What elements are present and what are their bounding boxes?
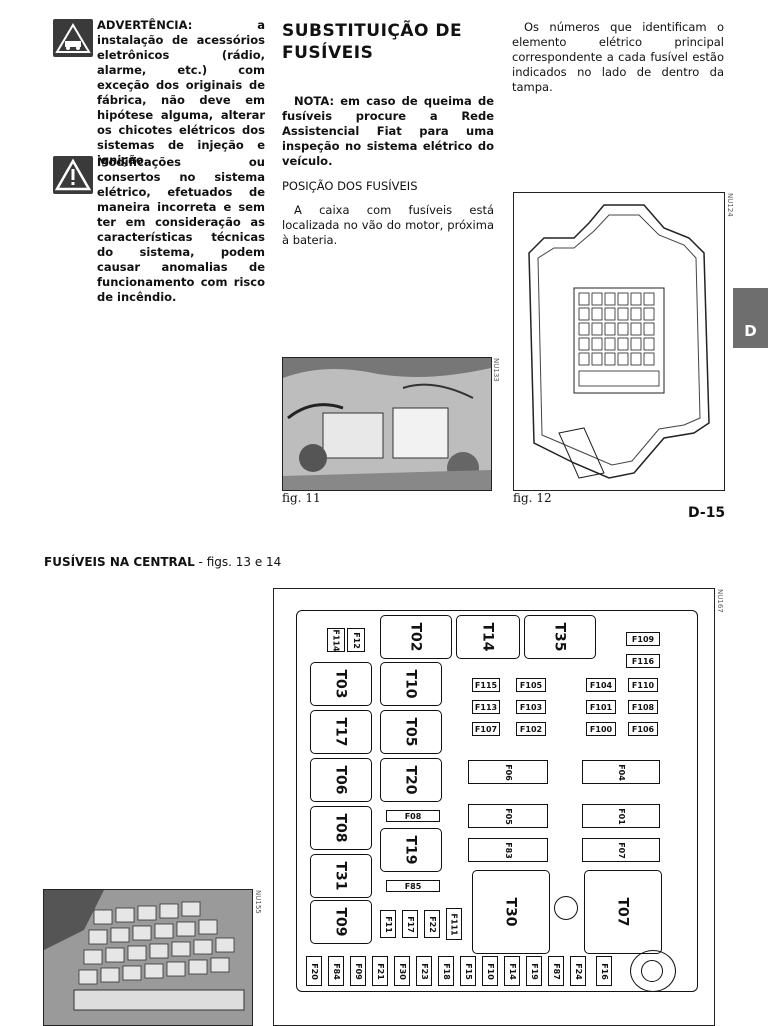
fuse-F110: F110 bbox=[628, 678, 658, 692]
fuse-F01: F01 bbox=[582, 804, 660, 828]
fuse-box-lid-drawing bbox=[513, 192, 725, 491]
fuse-F116: F116 bbox=[626, 654, 660, 668]
fig-bottom-code: NU155 bbox=[254, 890, 262, 914]
mounting-boss-inner bbox=[641, 960, 663, 982]
fig12-code: NU124 bbox=[726, 193, 734, 217]
fig12-caption: fig. 12 bbox=[513, 491, 552, 505]
fuse-F109: F109 bbox=[626, 632, 660, 646]
fuse-F17: F17 bbox=[402, 910, 418, 938]
fuse-F19: F19 bbox=[526, 956, 542, 986]
relay-T20: T20 bbox=[380, 758, 442, 802]
fuse-F18: F18 bbox=[438, 956, 454, 986]
warning-text-2: Modificações ou consertos no sistema elé… bbox=[97, 155, 265, 304]
fuse-F83: F83 bbox=[468, 838, 548, 862]
relay-T14: T14 bbox=[456, 615, 520, 659]
fig-central-code: NU167 bbox=[716, 589, 724, 613]
fuse-F21: F21 bbox=[372, 956, 388, 986]
fuse-F115: F115 bbox=[472, 678, 500, 692]
car-warning-icon bbox=[53, 19, 93, 57]
fuse-F12: F12 bbox=[347, 628, 365, 652]
fuse-F06: F06 bbox=[468, 760, 548, 784]
section-tab: D bbox=[733, 288, 768, 348]
fuse-F30: F30 bbox=[394, 956, 410, 986]
relay-T30: T30 bbox=[472, 870, 550, 954]
fuse-F08: F08 bbox=[386, 810, 440, 822]
relay-T31: T31 bbox=[310, 854, 372, 898]
fuse-F100: F100 bbox=[586, 722, 616, 736]
engine-bay-photo bbox=[282, 357, 492, 491]
relay-T02: T02 bbox=[380, 615, 452, 659]
relay-T06: T06 bbox=[310, 758, 372, 802]
position-text: A caixa com fusíveis está localizada no … bbox=[282, 203, 494, 247]
round-hole bbox=[554, 896, 578, 920]
relay-T19: T19 bbox=[380, 828, 442, 872]
fuse-F104: F104 bbox=[586, 678, 616, 692]
relay-T08: T08 bbox=[310, 806, 372, 850]
relay-T05: T05 bbox=[380, 710, 442, 754]
fuse-F22: F22 bbox=[424, 910, 440, 938]
fuse-F14: F14 bbox=[504, 956, 520, 986]
warning-text-1: ADVERTÊNCIA: a instalação de acessórios … bbox=[97, 18, 265, 167]
relay-T09: T09 bbox=[310, 900, 372, 944]
relay-T10: T10 bbox=[380, 662, 442, 706]
fuse-F107: F107 bbox=[472, 722, 500, 736]
fig11-code: NU133 bbox=[492, 358, 500, 382]
fuse-F09: F09 bbox=[350, 956, 366, 986]
fuse-central-outline bbox=[296, 610, 698, 992]
fuse-F24: F24 bbox=[570, 956, 586, 986]
fig11-caption: fig. 11 bbox=[282, 491, 321, 505]
relay-T03: T03 bbox=[310, 662, 372, 706]
fuse-F11: F11 bbox=[380, 910, 396, 938]
fuse-F101: F101 bbox=[586, 700, 616, 714]
fuse-central-photo bbox=[43, 889, 253, 1026]
fuse-F23: F23 bbox=[416, 956, 432, 986]
relay-T07: T07 bbox=[584, 870, 662, 954]
fuse-F04: F04 bbox=[582, 760, 660, 784]
fuse-F20: F20 bbox=[306, 956, 322, 986]
fuse-F15: F15 bbox=[460, 956, 476, 986]
fuse-F84: F84 bbox=[328, 956, 344, 986]
fuse-F102: F102 bbox=[516, 722, 546, 736]
fuse-F113: F113 bbox=[472, 700, 500, 714]
mounting-boss bbox=[630, 950, 676, 992]
position-subhead: POSIÇÃO DOS FUSÍVEIS bbox=[282, 179, 418, 193]
relay-T17: T17 bbox=[310, 710, 372, 754]
fuse-F07: F07 bbox=[582, 838, 660, 862]
fuse-F05: F05 bbox=[468, 804, 548, 828]
fuse-F114: F114 bbox=[327, 628, 345, 652]
fuse-F103: F103 bbox=[516, 700, 546, 714]
fuse-F111: F111 bbox=[446, 908, 462, 940]
exclamation-triangle-icon bbox=[53, 156, 93, 194]
page-number: D-15 bbox=[688, 505, 726, 521]
fuse-F87: F87 bbox=[548, 956, 564, 986]
fuse-F85: F85 bbox=[386, 880, 440, 892]
right-column-text: Os números que identificam o elemento el… bbox=[512, 20, 724, 94]
fuse-F16: F16 bbox=[596, 956, 612, 986]
section-title: SUBSTITUIÇÃO DE FUSÍVEIS bbox=[282, 21, 463, 63]
note-text: NOTA: em caso de queima de fusíveis proc… bbox=[282, 94, 494, 168]
central-heading: FUSÍVEIS NA CENTRAL - figs. 13 e 14 bbox=[44, 555, 282, 569]
fuse-F10: F10 bbox=[482, 956, 498, 986]
fuse-F105: F105 bbox=[516, 678, 546, 692]
fuse-F106: F106 bbox=[628, 722, 658, 736]
fuse-F108: F108 bbox=[628, 700, 658, 714]
relay-T35: T35 bbox=[524, 615, 596, 659]
